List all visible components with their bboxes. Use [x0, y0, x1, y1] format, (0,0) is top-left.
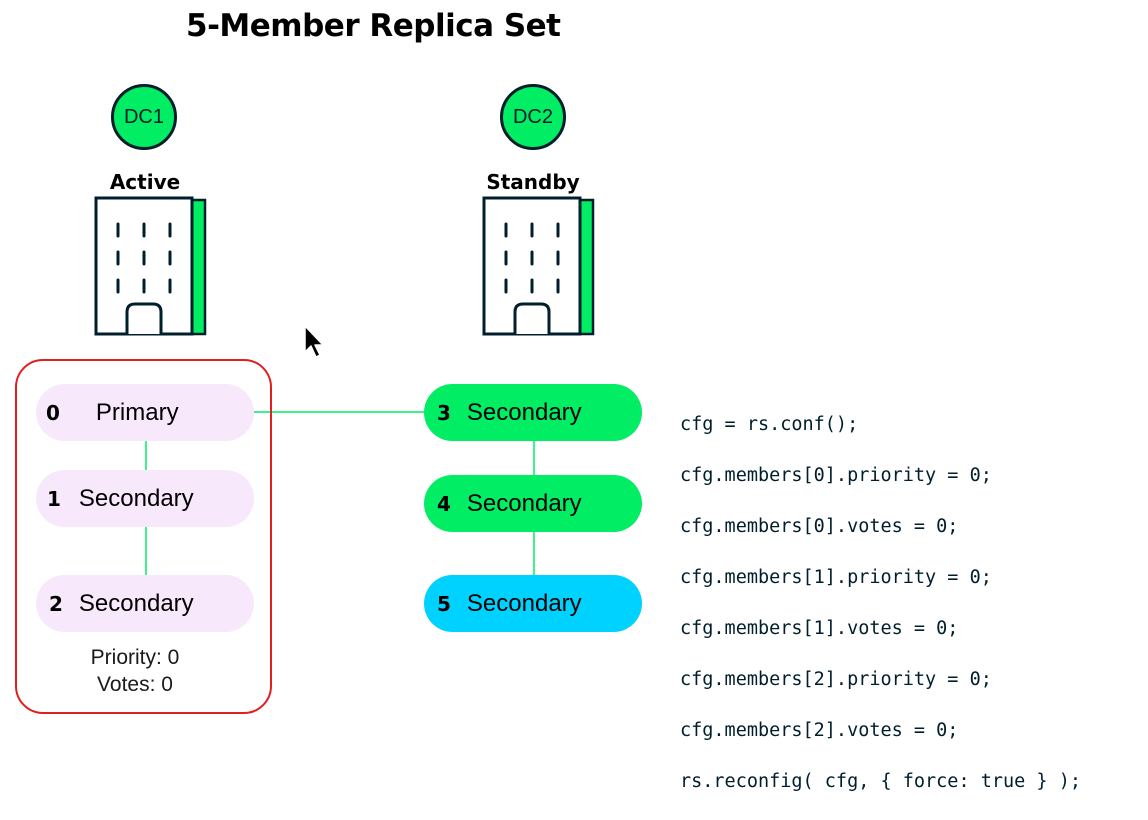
code-line: rs.reconfig( cfg, { force: true } );: [680, 770, 1081, 792]
member-node-3: 3 Secondary: [424, 384, 642, 441]
member-number: 2: [49, 591, 63, 616]
member-node-4: 4 Secondary: [424, 475, 642, 532]
member-number: 5: [437, 591, 451, 616]
member-node-1: 1 Secondary: [36, 470, 254, 527]
member-number: 0: [46, 400, 60, 425]
member-role: Secondary: [466, 489, 582, 517]
mouse-cursor-icon: [304, 325, 324, 358]
dc2-badge-label: DC2: [512, 105, 553, 128]
member-number: 4: [437, 491, 451, 516]
dc1-badge: DC1: [111, 84, 177, 150]
reconfig-code-block: cfg = rs.conf(); cfg.members[0].priority…: [680, 386, 1081, 820]
member-role: Secondary: [78, 589, 194, 617]
member-node-2: 2 Secondary: [36, 575, 254, 632]
code-line: cfg = rs.conf();: [680, 413, 859, 435]
code-line: cfg.members[2].votes = 0;: [680, 719, 959, 741]
member-role: Secondary: [78, 484, 194, 512]
dc1-badge-label: DC1: [123, 105, 164, 128]
code-line: cfg.members[1].priority = 0;: [680, 566, 992, 588]
dc2-badge: DC2: [500, 84, 566, 150]
member-number: 3: [437, 400, 451, 425]
dc1-members-highlight: [15, 359, 272, 714]
code-line: cfg.members[0].priority = 0;: [680, 464, 992, 486]
diagram-title: 5-Member Replica Set: [186, 8, 561, 44]
votes-note: Votes: 0: [97, 673, 173, 696]
code-line: cfg.members[2].priority = 0;: [680, 668, 992, 690]
connection-lines: [145, 411, 535, 575]
dc1-status-label: Active: [109, 170, 181, 194]
priority-note: Priority: 0: [90, 646, 180, 669]
member-number: 1: [47, 486, 61, 511]
code-line: cfg.members[1].votes = 0;: [680, 617, 959, 639]
member-role: Secondary: [466, 398, 582, 426]
member-node-0: 0 Primary: [36, 384, 254, 441]
building-icon: [482, 196, 595, 336]
member-role: Secondary: [466, 589, 582, 617]
member-role: Primary: [95, 398, 179, 426]
dc2-status-label: Standby: [486, 170, 580, 194]
code-line: cfg.members[0].votes = 0;: [680, 515, 959, 537]
building-icon: [94, 196, 207, 336]
member-node-5: 5 Secondary: [424, 575, 642, 632]
